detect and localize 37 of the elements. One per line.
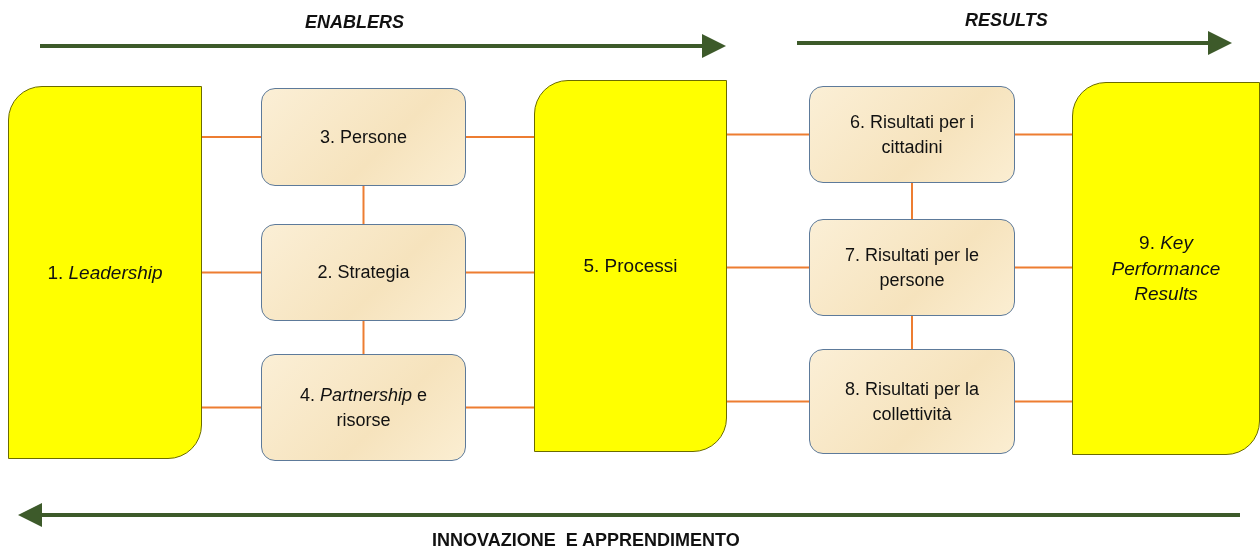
sub-criterion-box	[261, 224, 466, 321]
connector-line	[726, 400, 810, 403]
connector-line	[201, 406, 262, 409]
connector-line	[726, 266, 810, 269]
criterion-box	[1072, 82, 1260, 455]
connector-line	[911, 182, 913, 220]
sub-criterion-box	[809, 86, 1015, 183]
sub-criterion-box	[809, 349, 1015, 454]
connector-line	[201, 271, 262, 274]
criterion-box	[8, 86, 202, 459]
sub-criterion-box	[261, 88, 466, 186]
connector-line	[911, 315, 913, 350]
node-label: 1. Leadership	[47, 260, 163, 285]
section-heading: ENABLERS	[305, 12, 404, 33]
section-heading: INNOVAZIONE E APPRENDIMENTO	[432, 530, 740, 551]
connector-line	[465, 406, 535, 409]
node-label: 9. Key Performance Results	[1110, 231, 1222, 307]
section-heading: RESULTS	[965, 10, 1048, 31]
criterion-box	[534, 80, 727, 452]
node-label: 8. Risultati per la collettività	[843, 378, 981, 426]
connector-line	[1014, 133, 1073, 136]
connector-line	[201, 136, 262, 138]
connector-line	[1014, 400, 1073, 403]
connector-line	[465, 136, 535, 138]
node-label: 4. Partnership e risorse	[298, 384, 429, 432]
connector-line	[1014, 266, 1073, 269]
connector-line	[362, 320, 365, 355]
node-label: 5. Processi	[583, 254, 678, 279]
connector-line	[726, 133, 810, 136]
node-label: 3. Persone	[319, 125, 408, 149]
node-label: 6. Risultati per i cittadini	[848, 111, 976, 159]
connector-line	[362, 185, 365, 225]
connector-line	[465, 271, 535, 274]
sub-criterion-box	[809, 219, 1015, 316]
node-label: 7. Risultati per le persone	[843, 244, 981, 292]
node-label: 2. Strategia	[317, 261, 410, 285]
sub-criterion-box	[261, 354, 466, 461]
